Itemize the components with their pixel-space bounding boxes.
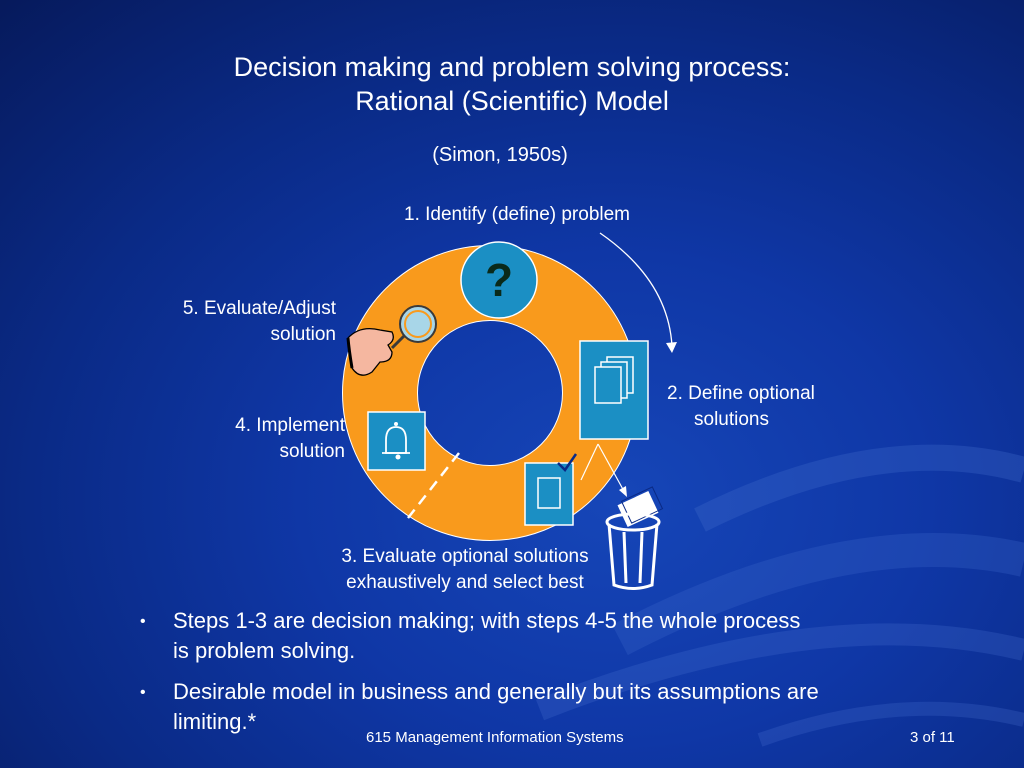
step-4-label: 4. Implement solution [150, 413, 345, 465]
footer-course: 615 Management Information Systems [366, 729, 624, 746]
step-4-label-line-2: solution [279, 441, 346, 462]
page-number: 3 of 11 [910, 729, 955, 746]
step-3-label-line-1: 3. Evaluate optional solutions [341, 546, 589, 567]
svg-text:?: ? [485, 254, 513, 306]
magnifier-hand-icon [346, 305, 437, 376]
trash-can-icon [605, 486, 664, 590]
bullet-list: • Steps 1-3 are decision making; with st… [140, 606, 960, 748]
bullet-marker: • [140, 613, 146, 630]
bell-icon [367, 411, 426, 471]
step-1-label: 1. Identify (define) problem [404, 202, 630, 228]
step-2-label-line-2: solutions [694, 409, 769, 430]
question-icon: ? [460, 241, 538, 319]
step-4-label-line-1: 4. Implement [235, 415, 345, 436]
step-5-label-line-2: solution [270, 324, 337, 345]
title-line-1: Decision making and problem solving proc… [233, 52, 791, 82]
bullet-text-line-2: is problem solving. [173, 638, 356, 663]
document-check-icon [524, 453, 578, 526]
bullet-marker: • [140, 684, 146, 701]
step-5-label: 5. Evaluate/Adjust solution [100, 296, 336, 348]
step-5-label-line-1: 5. Evaluate/Adjust [182, 298, 336, 319]
bullet-item: • Steps 1-3 are decision making; with st… [140, 606, 960, 666]
step-2-label: 2. Define optional solutions [667, 381, 867, 433]
step-1-label-line: 1. Identify (define) problem [404, 204, 631, 225]
step-3-label-line-2: exhaustively and select best [346, 572, 584, 593]
title-line-2: Rational (Scientific) Model [355, 86, 669, 116]
bullet-text-line-2: limiting.* [173, 709, 257, 734]
bullet-text-line-1: Steps 1-3 are decision making; with step… [173, 608, 801, 633]
bullet-text-line-1: Desirable model in business and generall… [173, 679, 819, 704]
dashed-divider [407, 452, 460, 519]
documents-icon [579, 340, 649, 440]
step-3-label: 3. Evaluate optional solutions exhaustiv… [300, 544, 630, 596]
bullet-item: • Desirable model in business and genera… [140, 677, 960, 737]
step-2-label-line-1: 2. Define optional [667, 383, 815, 404]
slide-title: Decision making and problem solving proc… [0, 50, 1024, 118]
slide-subtitle: (Simon, 1950s) [432, 144, 568, 166]
step1-to-step2-arrow [599, 232, 673, 347]
